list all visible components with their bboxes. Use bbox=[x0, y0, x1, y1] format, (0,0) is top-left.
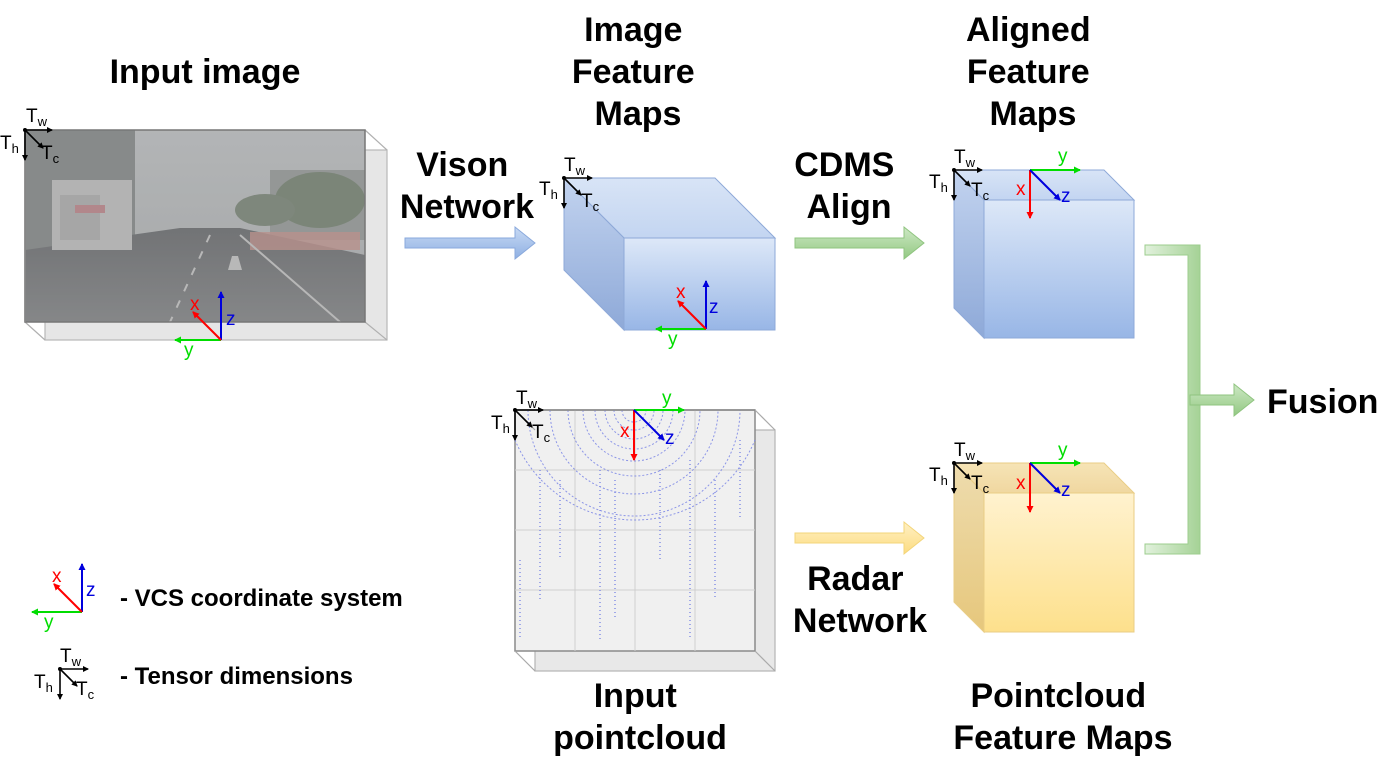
fusion-connector bbox=[1144, 244, 1255, 555]
tensor-dims-image-features: Tw Th Tc bbox=[539, 155, 600, 214]
pointcloud-feature-maps-title: Pointcloud Feature Maps bbox=[953, 677, 1172, 757]
svg-text:y: y bbox=[44, 612, 54, 633]
svg-text:y: y bbox=[668, 329, 678, 350]
svg-text:Tc: Tc bbox=[532, 422, 551, 445]
svg-text:Th: Th bbox=[929, 172, 948, 195]
pointcloud-returns bbox=[519, 440, 741, 640]
svg-text:Th: Th bbox=[0, 133, 19, 156]
svg-text:x: x bbox=[52, 566, 62, 587]
svg-text:Th: Th bbox=[539, 179, 558, 202]
svg-text:Tc: Tc bbox=[76, 679, 95, 702]
radar-network-label: Radar Network bbox=[793, 560, 927, 640]
svg-text:x: x bbox=[1016, 179, 1026, 200]
tensor-dims-aligned-features: Tw Th Tc bbox=[929, 147, 990, 203]
svg-text:z: z bbox=[226, 309, 236, 330]
input-image-title: Input image bbox=[110, 53, 301, 91]
fusion-arrow bbox=[1189, 382, 1255, 418]
svg-text:Tc: Tc bbox=[971, 473, 990, 496]
svg-text:Tw: Tw bbox=[564, 155, 586, 178]
svg-text:x: x bbox=[1016, 473, 1026, 494]
vcs-axes-image-features: x y z bbox=[655, 280, 719, 350]
svg-text:z: z bbox=[1061, 480, 1071, 501]
svg-text:Tc: Tc bbox=[41, 143, 60, 166]
svg-text:z: z bbox=[86, 580, 96, 601]
svg-text:y: y bbox=[1058, 440, 1068, 461]
tensor-dims-pointcloud-features: Tw Th Tc bbox=[929, 440, 990, 496]
svg-text:z: z bbox=[709, 297, 719, 318]
vcs-axes-pointcloud-features: y x z bbox=[1016, 440, 1081, 513]
svg-text:Tw: Tw bbox=[60, 646, 82, 669]
svg-text:y: y bbox=[1058, 146, 1068, 167]
svg-text:x: x bbox=[676, 282, 686, 303]
legend-vcs-icon: x y z bbox=[31, 563, 96, 633]
svg-text:Tc: Tc bbox=[581, 191, 600, 214]
pointcloud-grid bbox=[515, 410, 755, 651]
image-feature-maps-title: Image Feature Maps bbox=[572, 11, 704, 133]
svg-text:z: z bbox=[1061, 186, 1071, 207]
vision-network-arrow bbox=[404, 225, 536, 261]
aligned-feature-maps-title: Aligned Feature Maps bbox=[966, 11, 1100, 133]
svg-text:y: y bbox=[184, 340, 194, 361]
input-pointcloud-title: Input pointcloud bbox=[553, 677, 727, 757]
vcs-axes-input-pointcloud: y x z bbox=[620, 388, 685, 461]
vcs-axes-aligned-features: y x z bbox=[1016, 146, 1081, 219]
cdms-align-label: CDMS Align bbox=[794, 146, 904, 226]
tensor-dims-input-image: Tw Th Tc bbox=[0, 106, 60, 166]
svg-text:Tw: Tw bbox=[26, 106, 48, 129]
svg-text:Tw: Tw bbox=[954, 440, 976, 463]
vision-network-label: Vison Network bbox=[400, 146, 534, 226]
svg-text:z: z bbox=[665, 428, 675, 449]
svg-text:x: x bbox=[620, 421, 630, 442]
legend-tensor-text: - Tensor dimensions bbox=[120, 663, 353, 690]
legend-tensor-icon: Tw Th Tc bbox=[34, 646, 95, 702]
svg-text:Tw: Tw bbox=[954, 147, 976, 170]
tensor-dims-input-pointcloud: Tw Th Tc bbox=[491, 388, 551, 445]
street-photo bbox=[25, 130, 365, 322]
legend-vcs-text: - VCS coordinate system bbox=[120, 585, 403, 612]
svg-text:Tc: Tc bbox=[971, 180, 990, 203]
svg-text:Th: Th bbox=[929, 465, 948, 488]
radar-network-arrow bbox=[794, 520, 925, 556]
input-pointcloud-box bbox=[514, 409, 776, 672]
fusion-label: Fusion bbox=[1267, 383, 1378, 421]
input-image-box bbox=[24, 129, 388, 341]
svg-text:Th: Th bbox=[34, 672, 53, 695]
cdms-align-arrow bbox=[794, 225, 925, 261]
aligned-feature-maps-box bbox=[952, 168, 1136, 340]
svg-text:Th: Th bbox=[491, 413, 510, 436]
svg-text:x: x bbox=[190, 294, 200, 315]
vcs-axes-input-image: x y z bbox=[174, 291, 236, 361]
svg-text:y: y bbox=[662, 388, 672, 409]
legend: x y z - VCS coordinate system Tw Th Tc -… bbox=[31, 563, 403, 702]
svg-text:Tw: Tw bbox=[516, 388, 538, 411]
